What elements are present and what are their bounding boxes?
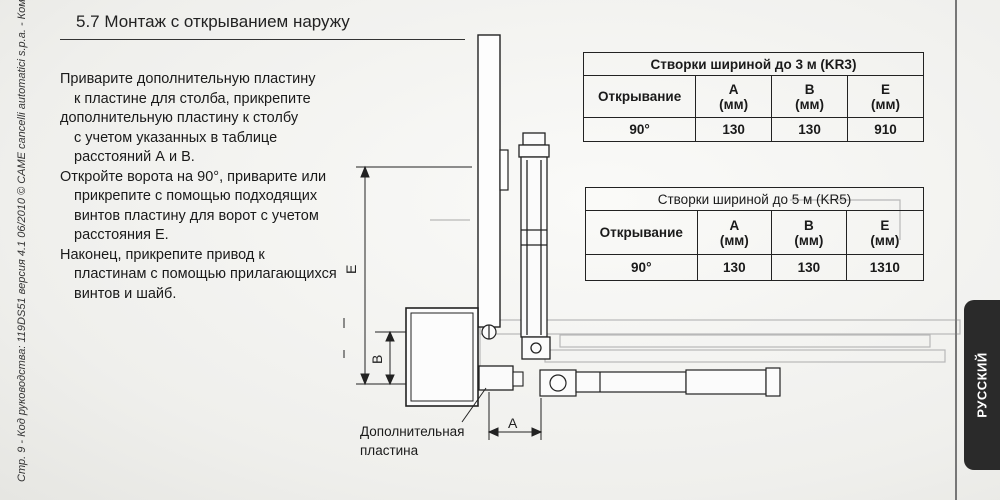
table-cell: 90° (585, 254, 698, 281)
table-cell: 130 (771, 254, 847, 281)
table-row: 90° 130 130 910 (582, 117, 924, 142)
instruction-line: с учетом указанных в таблице (74, 129, 278, 146)
additional-plate-bolt (512, 371, 524, 387)
table-header-a: A(мм) (696, 210, 773, 255)
instruction-line: винтов и шайб. (74, 285, 177, 302)
gate-post (477, 34, 501, 328)
dimension-e-label: E (343, 265, 359, 274)
table-cell: 130 (696, 254, 773, 281)
table-cell: 1310 (845, 254, 925, 281)
instruction-line: Наконец, прикрепите привод к (60, 246, 265, 263)
header-unit: (мм) (870, 232, 900, 248)
dimension-b (343, 318, 406, 386)
caption-line: пластина (360, 443, 419, 458)
actuator-vertical (518, 132, 551, 360)
header-letter: E (880, 217, 890, 233)
instruction-line: расстояний А и В. (74, 149, 195, 165)
caption-line: Дополнительная (360, 424, 465, 439)
header-unit: (мм) (794, 232, 824, 248)
heading-divider (60, 39, 465, 40)
additional-plate-caption: Дополнительная пластина (360, 422, 464, 460)
pillar-plate (405, 307, 479, 407)
instruction-line: пластинам с помощью прилагающихся (74, 266, 337, 282)
instruction-line: винтов пластину для ворот с учетом (74, 207, 319, 224)
dimension-a (487, 392, 543, 440)
instruction-line: к пластине для столба, прикрепите (74, 90, 311, 107)
header-letter: B (804, 217, 814, 233)
header-unit: (мм) (719, 232, 749, 248)
table-header-opening: Открывание (585, 210, 698, 255)
pillar-plate-inner (410, 312, 474, 402)
additional-plate (478, 365, 514, 391)
spec-table-kr3: Створки шириной до 3 м (KR3) Открывание … (582, 52, 924, 142)
header-letter: B (804, 81, 815, 97)
table-header-opening: Открывание (582, 75, 697, 118)
table-header-a: A(мм) (695, 75, 773, 118)
table-header-e: E(мм) (847, 75, 924, 118)
page-edge-line (955, 0, 957, 500)
dimension-e (356, 165, 472, 386)
caption-leader (461, 387, 487, 423)
header-unit: (мм) (871, 96, 900, 112)
section-heading: 5.7 Монтаж с открыванием наружу (76, 12, 350, 31)
instruction-line: Откройте ворота на 90°, приварите или (60, 168, 327, 185)
table-header-b: B(мм) (771, 210, 847, 255)
header-unit: (мм) (719, 96, 749, 112)
gate-bracket (499, 149, 509, 191)
table-cell: 910 (847, 117, 924, 142)
header-unit: (мм) (795, 96, 825, 112)
header-letter: A (728, 81, 739, 97)
table-cell: 130 (771, 117, 849, 142)
table-cell: 90° (582, 117, 697, 142)
actuator-horizontal (539, 367, 781, 397)
table-row: 90° 130 130 1310 (585, 254, 925, 281)
table-header-b: B(мм) (771, 75, 849, 118)
language-tab-label: РУССКИЙ (974, 352, 990, 418)
hinge-connector (481, 324, 497, 340)
table-title: Створки шириной до 3 м (KR3) (583, 52, 924, 76)
instruction-line: дополнительную пластину к столбу (60, 110, 299, 126)
table-cell: 130 (695, 117, 773, 142)
header-letter: E (881, 81, 891, 97)
dimension-a-label: A (508, 415, 518, 431)
instruction-line: расстояния Е. (74, 227, 169, 243)
instruction-line: прикрепите с помощью подходящих (74, 188, 318, 204)
header-letter: A (729, 217, 740, 233)
instructions-text: Приварите дополнительную пластину к плас… (60, 70, 350, 304)
table-title: Створки шириной до 5 м (KR5) (585, 187, 924, 211)
spec-table-kr5: Створки шириной до 5 м (KR5) Открывание … (585, 187, 925, 281)
table-header-e: E(мм) (845, 210, 925, 255)
language-tab: РУССКИЙ (964, 300, 1000, 470)
dimension-b-label: B (369, 355, 385, 364)
instruction-line: Приварите дополнительную пластину (60, 71, 316, 87)
